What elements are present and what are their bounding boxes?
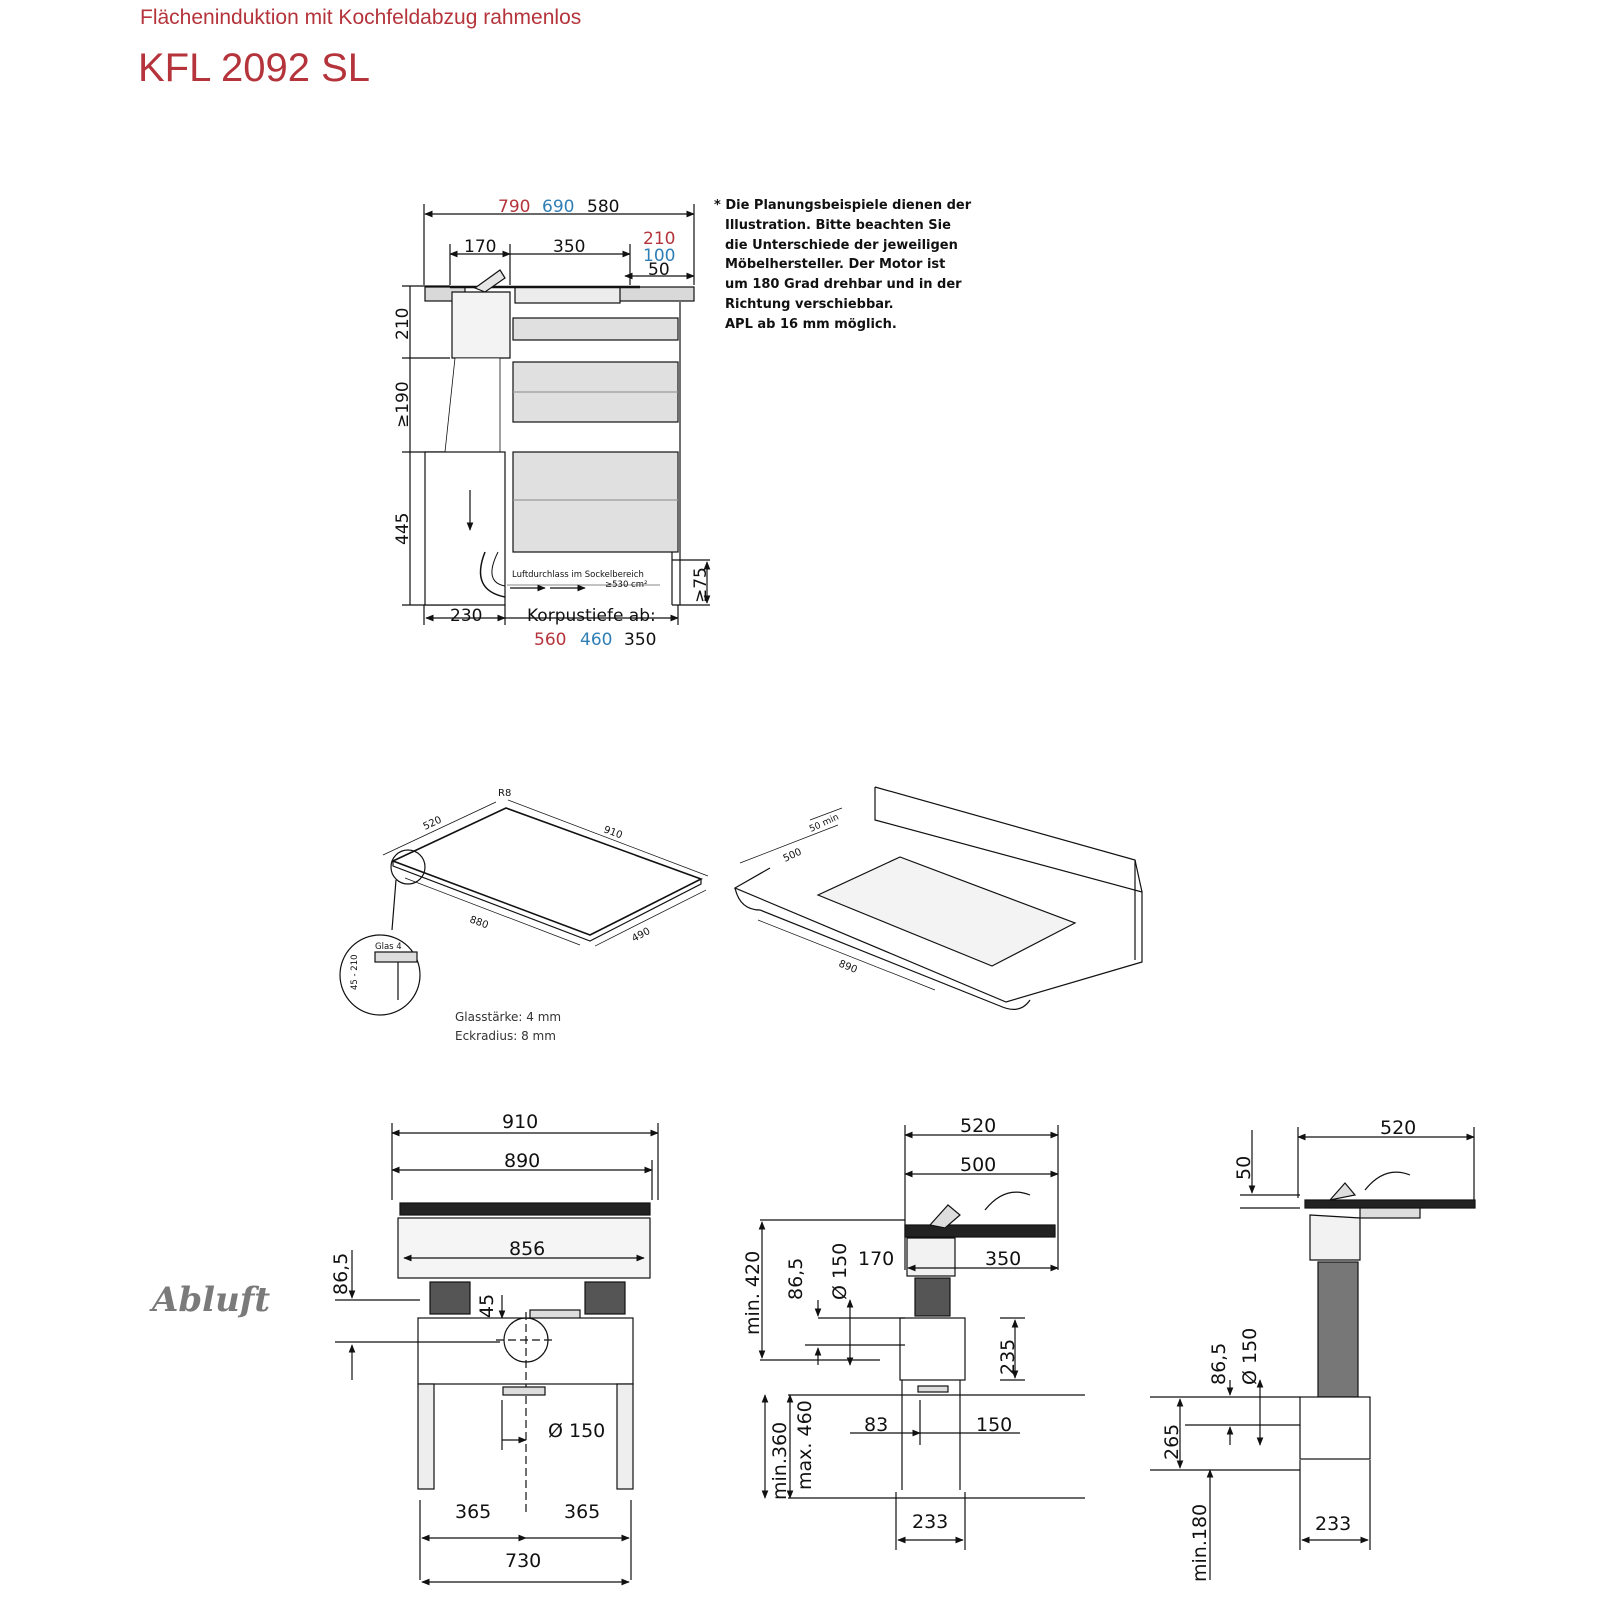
rear-50: 50 [1233,1156,1255,1180]
dim-h190: ≥190 [393,381,413,428]
dim-h75: ≥75 [691,567,711,603]
side-max460: max. 460 [794,1400,816,1490]
note-line: Illustration. Bitte beachten Sie [725,217,951,233]
abluft-rear-labels: 50 520 86,5 Ø 150 265 min.180 233 [1161,1117,1416,1582]
dim-490: 490 [630,926,652,945]
dim-500: 500 [782,847,804,865]
korpus-label: Korpustiefe ab: [527,606,656,626]
abluft-front [335,1123,659,1586]
front-730: 730 [505,1550,541,1572]
front-856: 856 [509,1238,545,1260]
side-min420: min. 420 [742,1251,764,1335]
side-150b: 150 [976,1414,1012,1436]
note-line: * Die Planungsbeispiele dienen der [714,198,972,213]
label-glas: Glas 4 [375,942,402,952]
side-500: 500 [960,1154,996,1176]
planning-note: * Die Planungsbeispiele dienen der Illus… [714,196,971,335]
glass-specs: Glasstärke: 4 mm Eckradius: 8 mm [455,1008,561,1046]
hob-perspective [339,799,709,1016]
side-170: 170 [858,1248,894,1270]
front-150: Ø 150 [548,1420,605,1442]
front-865: 86,5 [330,1253,352,1295]
label-range: 45 - 210 [350,954,360,990]
dim-r100: 100 [643,246,675,266]
product-title: KFL 2092 SL [138,46,371,90]
rear-265: 265 [1161,1424,1183,1460]
dim-520: 520 [422,815,444,833]
abluft-side-labels: 520 500 170 350 min. 420 86,5 Ø 150 235 … [742,1115,1021,1533]
worktop-perspective [733,786,1143,1010]
abluft-front-labels: 910 890 856 86,5 45 Ø 150 365 365 730 [330,1111,605,1572]
front-910: 910 [502,1111,538,1133]
front-365a: 365 [455,1501,491,1523]
note-line: um 180 Grad drehbar und in der [725,277,962,293]
abluft-rear [1150,1127,1476,1580]
dim-r50: 50 [648,260,670,280]
corner-radius: Eckradius: 8 mm [455,1029,556,1043]
korpus-b: 460 [580,630,612,650]
product-subtitle: Flächeninduktion mit Kochfeldabzug rahme… [140,6,582,29]
dim-r210: 210 [643,229,675,249]
dim-50min: 50 min [808,812,841,834]
dim-width-a: 790 [498,197,530,217]
dim-h445: 445 [393,513,413,545]
rear-520: 520 [1380,1117,1416,1139]
dim-170: 170 [464,237,496,257]
side-350: 350 [985,1248,1021,1270]
luft-label: Luftdurchlass im Sockelbereich [512,570,644,580]
side-235: 235 [997,1339,1019,1375]
abluft-side [758,1125,1085,1550]
side-520: 520 [960,1115,996,1137]
planning-labels: 790 690 580 170 350 210 100 50 210 ≥190 … [393,197,711,650]
rear-150: Ø 150 [1239,1328,1261,1385]
side-233: 233 [912,1511,948,1533]
luft-value: ≥530 cm² [605,580,647,590]
abluft-label: Abluft [152,1280,271,1320]
dim-910: 910 [602,824,624,841]
front-45: 45 [476,1294,498,1318]
dim-width-c: 580 [587,197,619,217]
dim-230: 230 [450,606,482,626]
note-line: Möbelhersteller. Der Motor ist [725,257,946,273]
korpus-a: 560 [534,630,566,650]
side-83: 83 [864,1414,888,1436]
flex-hose [444,357,501,453]
label-r8: R8 [498,788,511,799]
note-line: APL ab 16 mm möglich. [725,316,897,332]
dim-350: 350 [553,237,585,257]
side-150: Ø 150 [829,1243,851,1300]
dim-width-b: 690 [542,197,574,217]
note-line: die Unterschiede der jeweiligen [725,237,958,253]
side-865: 86,5 [785,1258,807,1300]
dim-880: 880 [468,914,490,931]
dim-890: 890 [837,959,859,976]
front-890: 890 [504,1150,540,1172]
note-line: Richtung verschiebbar. [725,296,894,312]
glass-thickness: Glasstärke: 4 mm [455,1010,562,1024]
rear-233: 233 [1315,1513,1351,1535]
rear-min180: min.180 [1189,1504,1211,1582]
rear-865: 86,5 [1208,1343,1230,1385]
planning-drawing [402,204,711,625]
front-365b: 365 [564,1501,600,1523]
dim-h210: 210 [393,308,413,340]
korpus-c: 350 [624,630,656,650]
side-min360: min.360 [769,1422,791,1500]
